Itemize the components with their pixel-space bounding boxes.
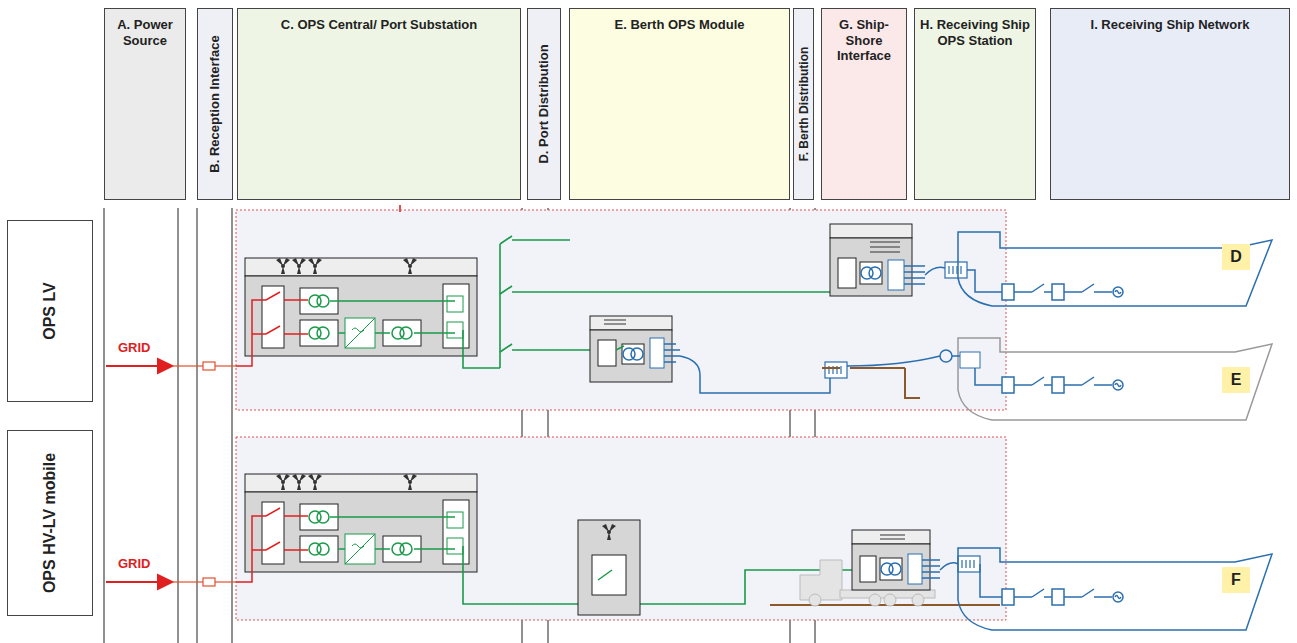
ship-tag: D <box>1222 244 1250 270</box>
column-header: A. Power Source <box>104 8 186 200</box>
column-header: C. OPS Central/ Port Substation <box>237 8 521 200</box>
grid-label: GRID <box>118 556 151 571</box>
header-text: G. Ship-Shore Interface <box>826 17 902 64</box>
grid-label: GRID <box>118 340 151 355</box>
header-text: OPS LV <box>40 282 59 340</box>
ship-letter: E <box>1222 370 1250 389</box>
column-header: F. Berth Distribution <box>793 8 814 200</box>
column-header: G. Ship-Shore Interface <box>821 8 907 200</box>
row-label: OPS LV <box>7 220 93 402</box>
header-text: B. Reception Interface <box>207 35 223 172</box>
ship-tag: F <box>1222 567 1250 593</box>
column-header: D. Port Distribution <box>527 8 561 200</box>
header-text: H. Receiving Ship OPS Station <box>919 17 1031 48</box>
header-text: OPS HV-LV mobile <box>40 453 59 593</box>
column-header: E. Berth OPS Module <box>569 8 790 200</box>
column-header: I. Receiving Ship Network <box>1050 8 1290 200</box>
header-text: C. OPS Central/ Port Substation <box>242 17 516 33</box>
header-text: D. Port Distribution <box>536 44 552 163</box>
header-text: A. Power Source <box>109 17 181 48</box>
header-text: I. Receiving Ship Network <box>1055 17 1285 33</box>
column-header: B. Reception Interface <box>197 8 233 200</box>
ship-tag: E <box>1222 367 1250 393</box>
header-text: E. Berth OPS Module <box>574 17 785 33</box>
column-header: H. Receiving Ship OPS Station <box>914 8 1036 200</box>
ship-letter: D <box>1222 247 1250 266</box>
header-text: F. Berth Distribution <box>796 47 810 162</box>
ship-letter: F <box>1222 570 1250 589</box>
row-label: OPS HV-LV mobile <box>7 430 93 616</box>
